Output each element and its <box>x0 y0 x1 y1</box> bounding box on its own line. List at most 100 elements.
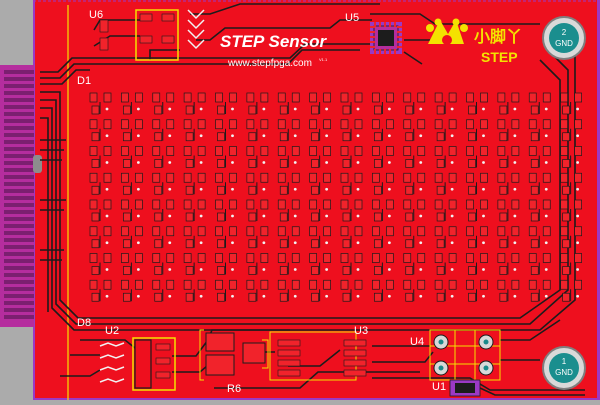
u4-footprint <box>429 329 501 381</box>
led-cell <box>183 92 206 115</box>
led-cell <box>152 119 175 142</box>
led-cell <box>497 279 520 302</box>
led-cell <box>560 279 582 302</box>
led-cell <box>152 226 175 249</box>
led-cell <box>403 199 426 222</box>
led-cell <box>560 172 582 195</box>
led-cell <box>309 279 331 302</box>
u1-footprint <box>449 379 481 397</box>
led-cell <box>121 119 143 142</box>
led-cell <box>246 119 269 142</box>
led-cell <box>121 253 143 275</box>
led-cell <box>528 92 551 115</box>
led-cell <box>466 253 488 275</box>
led-cell <box>340 279 363 302</box>
led-cell <box>497 146 520 168</box>
led-cell <box>215 119 237 142</box>
led-cell <box>183 199 206 222</box>
led-cell <box>309 226 331 249</box>
led-cell <box>277 226 300 249</box>
led-cell <box>277 146 300 168</box>
led-cell <box>528 253 551 275</box>
led-cell <box>528 146 551 168</box>
mount-hole-1-number: 1 <box>562 357 567 366</box>
led-cell <box>528 226 551 249</box>
mount-hole-1-label: GND <box>555 368 573 377</box>
led-cell <box>497 199 520 222</box>
u3-footprint <box>269 331 367 381</box>
led-cell <box>309 92 331 115</box>
led-cell <box>215 172 237 195</box>
led-cell <box>372 199 394 222</box>
led-cell <box>403 172 426 195</box>
led-cell <box>183 226 206 249</box>
led-cell <box>340 92 363 115</box>
mount-hole-2: 2 GND <box>542 16 586 60</box>
led-cell <box>528 199 551 222</box>
led-cell <box>403 92 426 115</box>
designator-u1: U1 <box>432 381 446 393</box>
led-cell <box>121 199 143 222</box>
led-cell <box>152 253 175 275</box>
led-cell <box>246 92 269 115</box>
board-edge-bottom <box>33 398 600 400</box>
led-cell <box>466 279 488 302</box>
edge-connector <box>0 65 42 327</box>
led-cell <box>246 279 269 302</box>
led-cell <box>497 172 520 195</box>
board-title: STEP Sensor <box>220 32 328 51</box>
logo-chinese: 小脚丫 <box>474 28 522 46</box>
led-cell <box>89 119 112 142</box>
led-cell <box>89 279 112 302</box>
led-cell <box>246 226 269 249</box>
led-cell <box>89 253 112 275</box>
led-cell <box>403 226 426 249</box>
led-cell <box>403 253 426 275</box>
led-cell <box>215 279 237 302</box>
led-cell <box>152 279 175 302</box>
designator-d8: D8 <box>77 317 91 329</box>
led-cell <box>340 199 363 222</box>
led-cell <box>340 119 363 142</box>
led-cell <box>215 92 237 115</box>
led-cell <box>497 92 520 115</box>
led-cell <box>215 253 237 275</box>
mount-hole-2-number: 2 <box>562 28 567 37</box>
led-cell <box>497 119 520 142</box>
led-cell <box>277 92 300 115</box>
led-cell <box>183 253 206 275</box>
led-cell <box>434 253 457 275</box>
mount-hole-2-label: GND <box>555 39 573 48</box>
led-cell <box>89 92 112 115</box>
led-cell <box>309 172 331 195</box>
led-cell <box>340 172 363 195</box>
led-cell <box>466 199 488 222</box>
led-cell <box>121 279 143 302</box>
led-cell <box>89 226 112 249</box>
led-cell <box>121 226 143 249</box>
led-cell <box>309 146 331 168</box>
led-cell <box>434 172 457 195</box>
designator-u6: U6 <box>89 9 103 21</box>
led-cell <box>434 226 457 249</box>
led-cell <box>215 199 237 222</box>
led-cell <box>215 146 237 168</box>
led-cell <box>372 226 394 249</box>
led-cell <box>466 119 488 142</box>
led-cell <box>434 279 457 302</box>
led-cell <box>372 92 394 115</box>
board-edge-right <box>597 0 600 400</box>
led-cell <box>121 92 143 115</box>
u6-footprint <box>99 9 205 61</box>
led-cell <box>183 119 206 142</box>
designator-r6: R6 <box>227 383 241 395</box>
designator-d1: D1 <box>77 75 91 87</box>
led-cell <box>560 146 582 168</box>
led-cell <box>528 172 551 195</box>
led-cell <box>183 146 206 168</box>
led-cell <box>372 146 394 168</box>
led-cell <box>434 119 457 142</box>
led-cell <box>152 92 175 115</box>
led-cell <box>497 253 520 275</box>
